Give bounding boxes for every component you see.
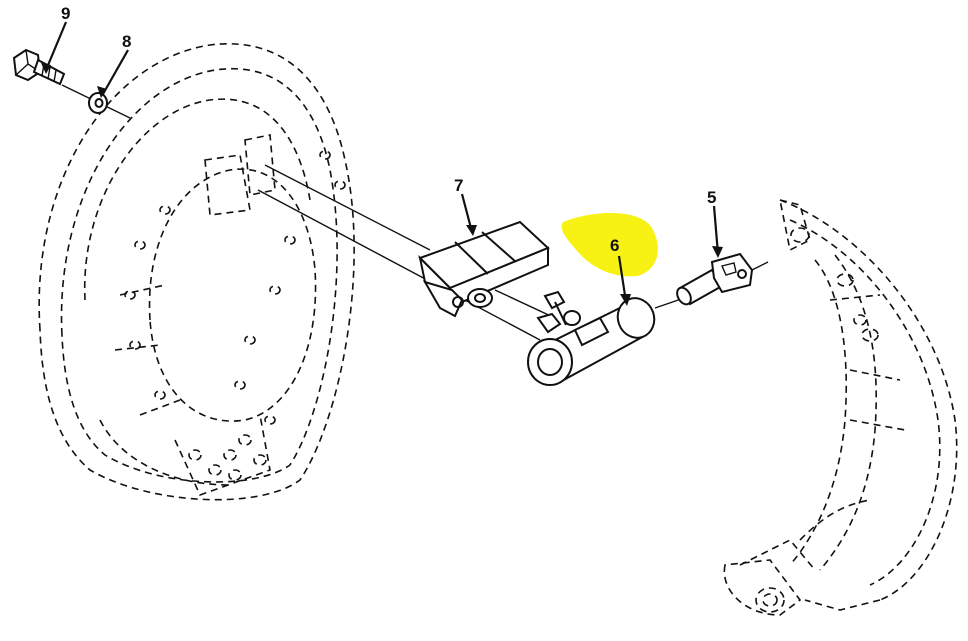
part-7-bracket: [418, 220, 550, 318]
projection-lines: [61, 84, 691, 341]
callout-6: 6: [610, 236, 619, 255]
part-8-washer: [88, 92, 108, 114]
brake-shoe: [723, 198, 958, 616]
callout-5: 5: [707, 188, 716, 207]
callout-leaders: [41, 21, 723, 306]
part-5-adjuster-link: [676, 252, 769, 306]
callout-7: 7: [454, 176, 463, 195]
highlight-mark: [561, 212, 658, 277]
brake-backing-plate: [38, 43, 355, 501]
part-6-wheel-cylinder: [527, 290, 656, 386]
callout-9: 9: [61, 4, 70, 23]
callout-8: 8: [122, 32, 131, 51]
part-9-bolt: [12, 48, 66, 86]
